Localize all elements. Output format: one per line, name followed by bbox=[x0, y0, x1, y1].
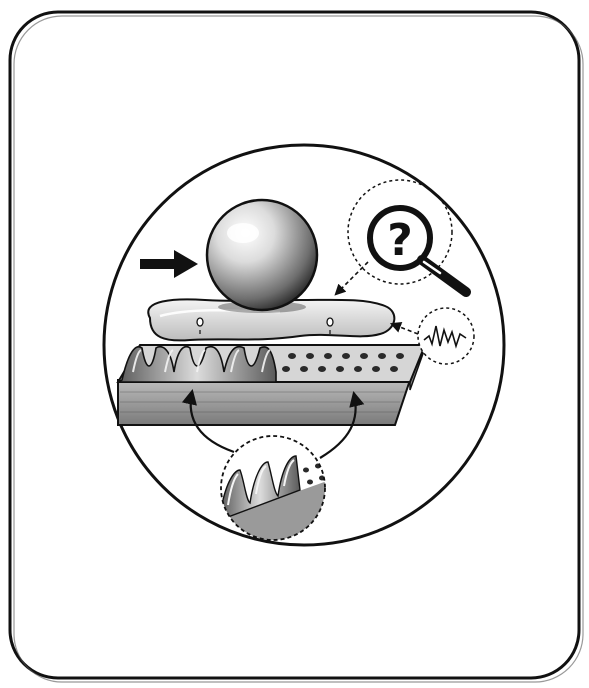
magnifier-question-mark: ? bbox=[387, 215, 413, 266]
block-front-face bbox=[118, 380, 410, 425]
sphere bbox=[207, 200, 317, 310]
noise-signal-icon bbox=[418, 308, 474, 364]
textured-surface-block bbox=[118, 345, 425, 425]
